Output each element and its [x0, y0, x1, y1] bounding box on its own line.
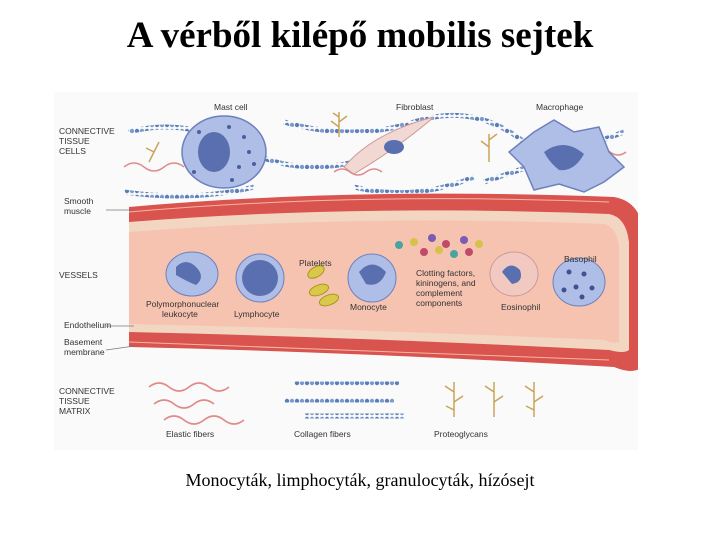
diagram-svg: CONNECTIVE TISSUE CELLS Smooth muscle VE…	[59, 102, 644, 439]
label-elastic-fibers: Elastic fibers	[166, 429, 214, 439]
clotting-factors	[395, 234, 483, 258]
label-macrophage: Macrophage	[536, 102, 584, 112]
leader-lines	[105, 209, 135, 351]
fibroblast	[343, 116, 435, 175]
page-title: A vérből kilépő mobilis sejtek	[126, 15, 594, 56]
label-monocyte: Monocyte	[350, 302, 387, 312]
label-collagen-fibers: Collagen fibers	[294, 429, 351, 439]
label-endothelium: Endothelium	[64, 320, 111, 330]
label-pmn: Polymorphonuclear leukocyte	[146, 299, 222, 319]
collagen-fibers-bottom	[284, 381, 404, 419]
label-basement-membrane: Basement membrane	[64, 337, 105, 357]
label-connective-tissue-cells: CONNECTIVE TISSUE CELLS	[59, 126, 117, 156]
elastic-fibers-bottom	[148, 382, 245, 425]
label-connective-tissue-matrix: CONNECTIVE TISSUE MATRIX	[59, 386, 117, 416]
label-basophil: Basophil	[564, 254, 597, 264]
pmn-cell	[165, 251, 219, 297]
platelets	[307, 265, 340, 307]
proteoglycans-top	[145, 112, 498, 163]
label-fibroblast: Fibroblast	[396, 102, 434, 112]
caption: Monocyták, limphocyták, granulocyták, hí…	[185, 470, 535, 490]
label-mast-cell: Mast cell	[214, 102, 248, 112]
lymphocyte-cell	[235, 253, 285, 303]
label-smooth-muscle: Smooth muscle	[64, 196, 96, 216]
label-platelets: Platelets	[299, 258, 332, 268]
monocyte-cell	[347, 253, 397, 303]
label-vessels: VESSELS	[59, 270, 98, 280]
label-clotting-factors: Clotting factors, kininogens, and comple…	[416, 268, 478, 308]
mast-cell	[181, 115, 267, 189]
basophil-cell	[552, 257, 606, 307]
connective-tissue-diagram: CONNECTIVE TISSUE CELLS Smooth muscle VE…	[54, 92, 644, 450]
label-proteoglycans: Proteoglycans	[434, 429, 488, 439]
label-lymphocyte: Lymphocyte	[234, 309, 280, 319]
proteoglycans-bottom	[444, 382, 544, 417]
macrophage	[507, 119, 626, 193]
eosinophil-cell	[489, 251, 539, 297]
label-eosinophil: Eosinophil	[501, 302, 540, 312]
